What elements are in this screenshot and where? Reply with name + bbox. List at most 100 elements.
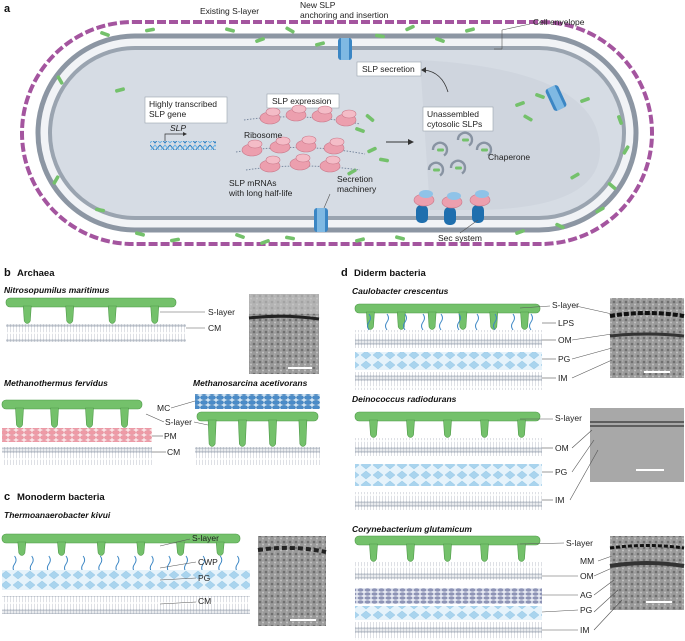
b-slayer-leader [145,413,165,423]
sec-translocon-icon [444,207,456,225]
slp-subunit [622,145,630,155]
polymer-strand [115,555,120,573]
polymer-strand [493,313,497,331]
slp-secretion-box [356,61,422,77]
slayer-stalk [443,543,452,562]
slayer-stalk [15,407,24,428]
slp-subunit [379,157,389,163]
b3-mc [195,394,320,409]
polymer-strand [367,313,371,331]
slayer-stalk [57,541,66,556]
slayer-stalk [136,541,146,556]
mrna-label-1: SLP mRNAs [229,178,277,188]
d1-om [355,330,542,348]
b3-slayer [196,411,319,447]
slayer-stalk [96,541,106,556]
panel-c-species-1: Thermoanaerobacter kivui [4,510,111,520]
d3-mm-label: MM [580,556,594,566]
polymer-strand [201,555,206,573]
d3-tomo-leader-2 [593,567,613,577]
chaperone-label: Chaperone [488,152,530,162]
slayer-stalk [458,311,468,330]
polymer-strand [439,313,443,331]
slp-subunit [235,233,245,239]
slayer-stalk [22,305,32,324]
panel-d-title: Diderm bacteria [354,268,427,279]
bound-slp [437,148,444,152]
slp-subunit [435,37,445,43]
secretion-arrow [423,69,449,93]
secretion-channel-top [338,38,352,60]
panel-d-letter: d [341,267,348,279]
polymer-strand [184,555,188,573]
slp-subunit [515,101,525,107]
slp-subunit [52,175,60,185]
b2-cm [2,447,152,465]
slp-expression-label: SLP expression [272,96,332,106]
b-pm-label: PM [164,431,177,441]
slp-secretion-label: SLP secretion [362,64,415,74]
slp-subunit [617,115,623,125]
d3-om-label: OM [580,571,594,581]
gene-box [144,96,228,124]
c-cm-leader [159,601,197,605]
d1-tomo-leader-2 [571,333,613,341]
d3-slayer-label: S-layer [566,538,593,548]
polymer-strand [64,555,68,573]
slayer-stalk [520,311,529,330]
panel-c-letter: c [4,491,10,503]
polymer-strand [421,313,425,331]
secretion-channel-bottom [314,208,328,232]
slayer-canopy [5,297,177,308]
slayer-stalk [480,543,489,562]
machinery-leader [323,193,331,209]
slayer-stalk [65,305,75,324]
slayer-stalk [406,419,415,438]
c-tomo-layer [257,545,327,554]
polymer-strand [29,555,34,573]
d2-im-label: IM [555,495,564,505]
b1-tomo-layer [248,314,320,321]
new-slp-label-2: anchoring and insertion [300,10,389,20]
bound-slp [462,138,469,142]
polymer-strand [46,555,51,573]
ribosome-subunit-icon [317,105,333,115]
b1-slayer [5,297,177,324]
ribosome-subunit-icon [419,190,433,198]
d1-tomo-layer [609,311,685,318]
envelope-leader [501,23,531,31]
d3-ag [355,588,542,604]
c-cm-label: CM [198,596,211,606]
slp-subunit [285,235,295,241]
polymer-strand [98,555,103,573]
slp-subunit [115,87,125,93]
slayer-stalk [17,541,27,556]
d2-pg-label: PG [555,467,567,477]
slayer-stalk [150,305,160,324]
c-cwp-leader [159,561,197,569]
chaperone-icon [449,159,467,175]
d3-slayer [354,535,541,562]
polymer-strand [403,313,407,331]
gene-box-label-2: SLP gene [149,109,186,119]
slp-subunit [535,93,545,99]
panel-d-species-3: Corynebacterium glutamicum [352,524,472,534]
slayer-stalk [107,305,117,324]
ribosome-subunit-icon [447,192,461,200]
d2-slayer [354,411,541,438]
polymer-strand [385,313,389,331]
slp-subunit [367,146,377,154]
d2-tomo-leader-3 [569,449,599,501]
slayer-stalk [207,419,217,447]
polymer-strand [218,555,223,573]
c-slayer-label: S-layer [192,533,219,543]
slayer-stalk [443,419,452,438]
bound-slp [481,148,488,152]
slayer-stalk [517,543,526,562]
polymer-strand [12,555,17,573]
ribosome-subunit-icon [295,153,311,163]
d1-tomo-leader-1 [575,305,613,315]
d3-leader-1 [519,542,565,545]
d3-tomo-leader-5 [593,599,623,631]
slp-subunit [355,237,365,243]
